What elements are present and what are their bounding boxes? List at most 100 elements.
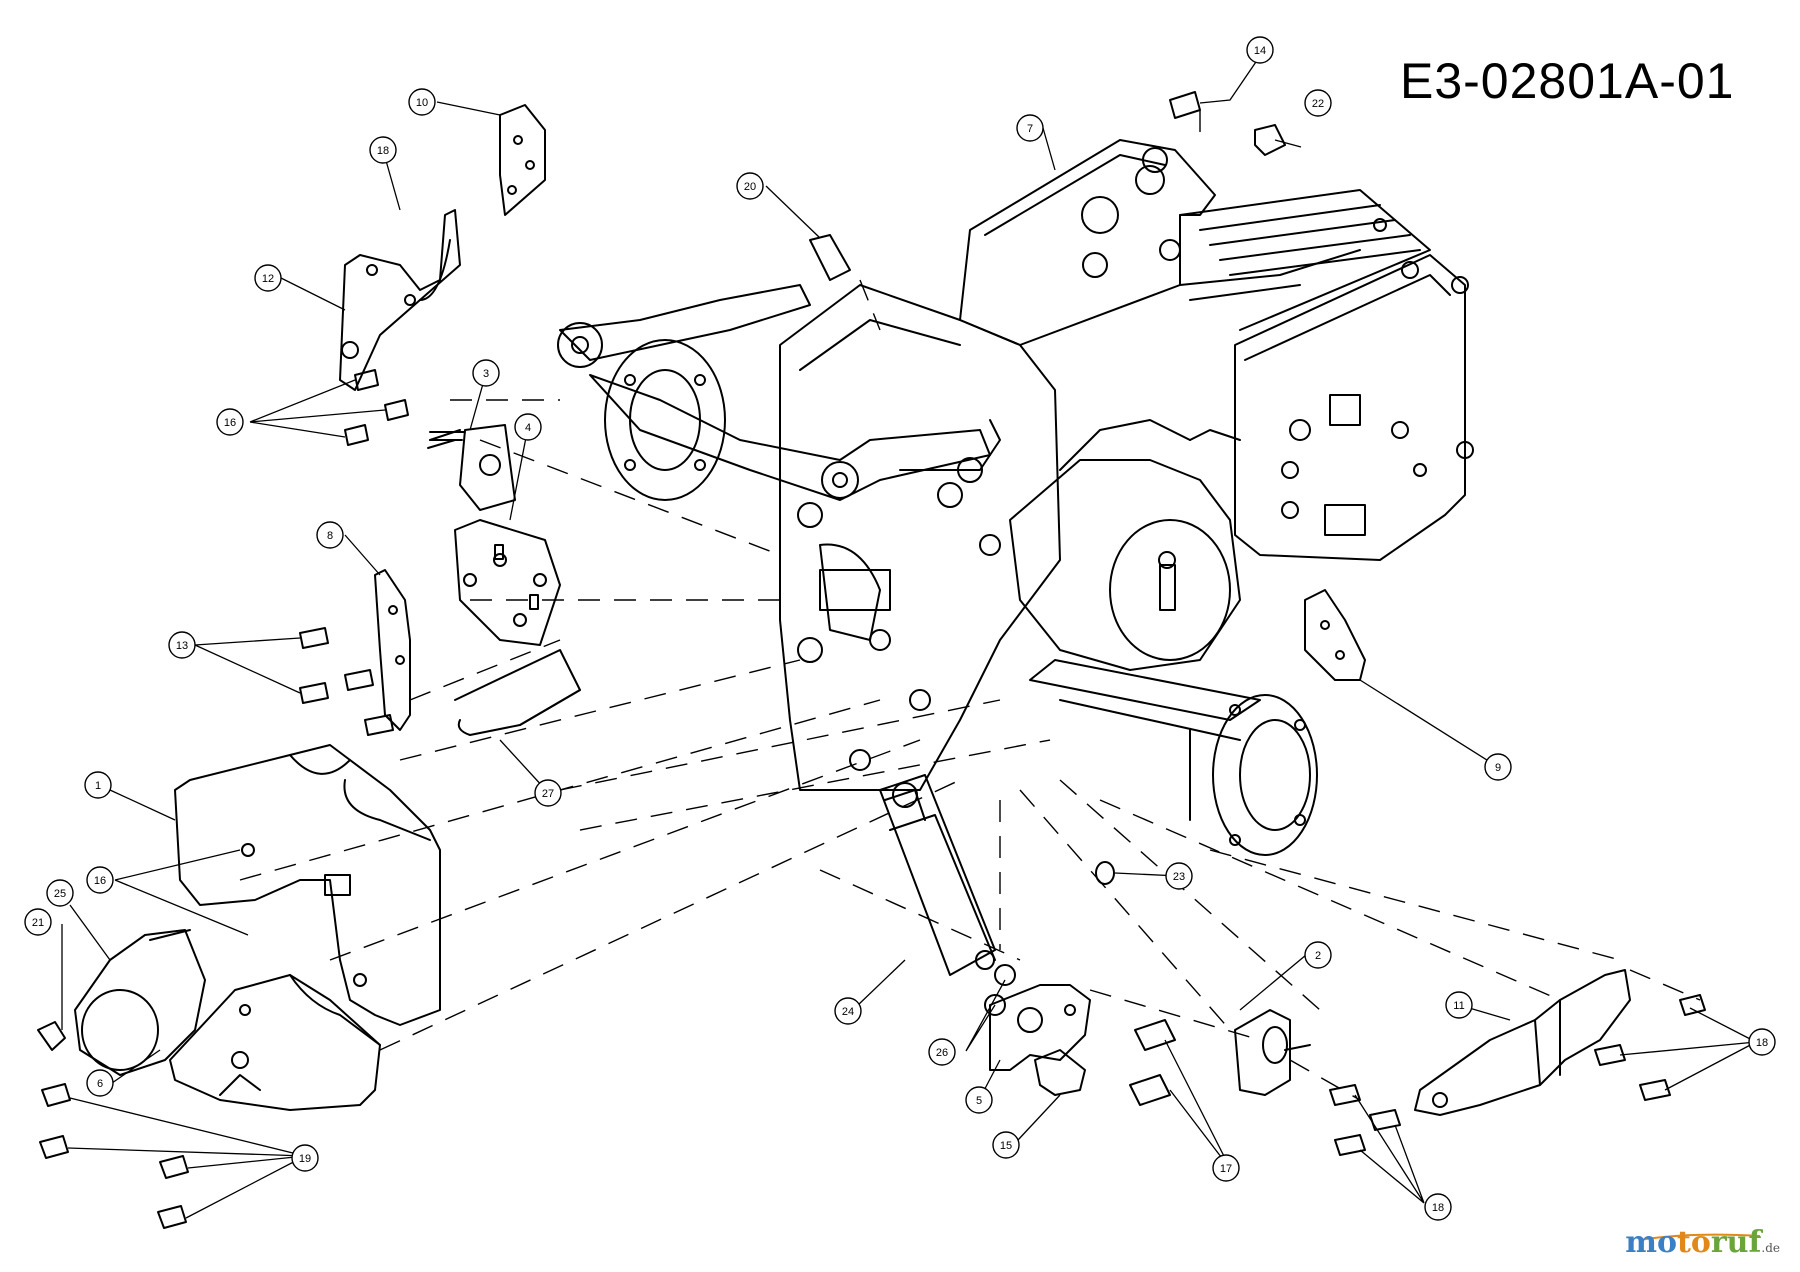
callout-label: 13 xyxy=(176,640,188,652)
callout-circle xyxy=(291,1144,319,1172)
callout-label: 8 xyxy=(327,530,333,542)
callout-c19: 19 xyxy=(291,1144,319,1172)
callout-circle xyxy=(1304,941,1332,969)
callout-c21: 21 xyxy=(24,908,52,936)
callout-c5: 5 xyxy=(965,1086,993,1114)
cylinder-25 xyxy=(74,929,206,1076)
bracket-11 xyxy=(1414,969,1631,1116)
bolts-19 xyxy=(39,1083,189,1229)
callout-circle xyxy=(1016,114,1044,142)
callout-label: 23 xyxy=(1173,871,1185,883)
bracket-8 xyxy=(374,569,411,731)
plate-12 xyxy=(339,209,461,391)
callout-circle xyxy=(254,264,282,292)
callout-circle xyxy=(86,1069,114,1097)
callout-circle xyxy=(84,771,112,799)
transmission-housing xyxy=(1234,254,1474,561)
callout-c11: 11 xyxy=(1445,991,1473,1019)
callout-c16b: 16 xyxy=(216,408,244,436)
callout-label: 21 xyxy=(32,917,44,929)
callout-circle xyxy=(1748,1028,1776,1056)
callout-circle xyxy=(86,866,114,894)
callout-c27: 27 xyxy=(534,779,562,807)
callout-c7: 7 xyxy=(1016,114,1044,142)
callout-c25: 25 xyxy=(46,879,74,907)
rod-27 xyxy=(454,649,581,736)
callout-circle xyxy=(736,172,764,200)
left-flange xyxy=(604,339,726,501)
callout-c24: 24 xyxy=(834,997,862,1025)
callout-circle xyxy=(992,1131,1020,1159)
callout-c10: 10 xyxy=(408,88,436,116)
right-gear-housing xyxy=(1009,419,1241,671)
washer-23 xyxy=(1095,861,1115,885)
bolt-14 xyxy=(1169,91,1201,119)
callout-label: 14 xyxy=(1254,45,1266,57)
bolts-18-lower xyxy=(1329,1084,1401,1156)
bolts-13 xyxy=(299,627,394,736)
bracket-10 xyxy=(499,104,546,216)
right-axle xyxy=(1029,659,1318,856)
callout-circle xyxy=(834,997,862,1025)
brand-swoosh xyxy=(1639,1233,1761,1241)
callout-c18c: 18 xyxy=(1424,1193,1452,1221)
bracket-3 xyxy=(429,424,516,511)
callout-c22: 22 xyxy=(1304,89,1332,117)
callout-c23: 23 xyxy=(1165,862,1193,890)
callout-label: 19 xyxy=(299,1153,311,1165)
callout-c17: 17 xyxy=(1212,1154,1240,1182)
callout-label: 12 xyxy=(262,273,274,285)
callout-c20: 20 xyxy=(736,172,764,200)
callout-label: 20 xyxy=(744,181,756,193)
callout-c18a: 18 xyxy=(369,136,397,164)
brand-part-2: to xyxy=(1676,1225,1711,1260)
callout-label: 25 xyxy=(54,888,66,900)
callout-circle xyxy=(1165,862,1193,890)
bolts-18-right xyxy=(1594,994,1706,1101)
callout-c2: 2 xyxy=(1304,941,1332,969)
callout-circle xyxy=(514,413,542,441)
callout-label: 17 xyxy=(1220,1163,1232,1175)
bearing-plate-2 xyxy=(1234,1009,1311,1096)
callout-label: 2 xyxy=(1315,950,1321,962)
callout-circle xyxy=(24,908,52,936)
callout-label: 24 xyxy=(842,1006,854,1018)
callout-circle xyxy=(1445,991,1473,1019)
callout-circle xyxy=(316,521,344,549)
callout-c4: 4 xyxy=(514,413,542,441)
callout-label: 16 xyxy=(94,875,106,887)
bolts-group-16 xyxy=(344,369,461,449)
callout-circle xyxy=(472,359,500,387)
callouts xyxy=(61,55,1757,1219)
callout-label: 10 xyxy=(416,97,428,109)
callout-c8: 8 xyxy=(316,521,344,549)
cover-1 xyxy=(174,744,441,1026)
callout-label: 3 xyxy=(483,368,489,380)
brand-part-1: mo xyxy=(1625,1225,1677,1260)
callout-c6: 6 xyxy=(86,1069,114,1097)
callout-label: 27 xyxy=(542,788,554,800)
callout-circle xyxy=(928,1038,956,1066)
callout-c15: 15 xyxy=(992,1131,1020,1159)
bracket-5 xyxy=(989,984,1091,1071)
callout-c16a: 16 xyxy=(86,866,114,894)
callout-circle xyxy=(534,779,562,807)
callout-circle xyxy=(965,1086,993,1114)
callout-circle xyxy=(1424,1193,1452,1221)
callout-c26: 26 xyxy=(928,1038,956,1066)
callout-label: 18 xyxy=(1432,1202,1444,1214)
callout-c18b: 18 xyxy=(1748,1028,1776,1056)
brand-part-3: ruf xyxy=(1710,1225,1762,1260)
callout-circle xyxy=(408,88,436,116)
callout-label: 7 xyxy=(1027,123,1033,135)
callout-circle xyxy=(168,631,196,659)
callout-circle xyxy=(46,879,74,907)
callout-c12: 12 xyxy=(254,264,282,292)
top-cover xyxy=(959,139,1431,346)
callout-c1: 1 xyxy=(84,771,112,799)
callout-label: 18 xyxy=(1756,1037,1768,1049)
callout-label: 18 xyxy=(377,145,389,157)
callout-label: 6 xyxy=(97,1078,103,1090)
callout-label: 1 xyxy=(95,780,101,792)
